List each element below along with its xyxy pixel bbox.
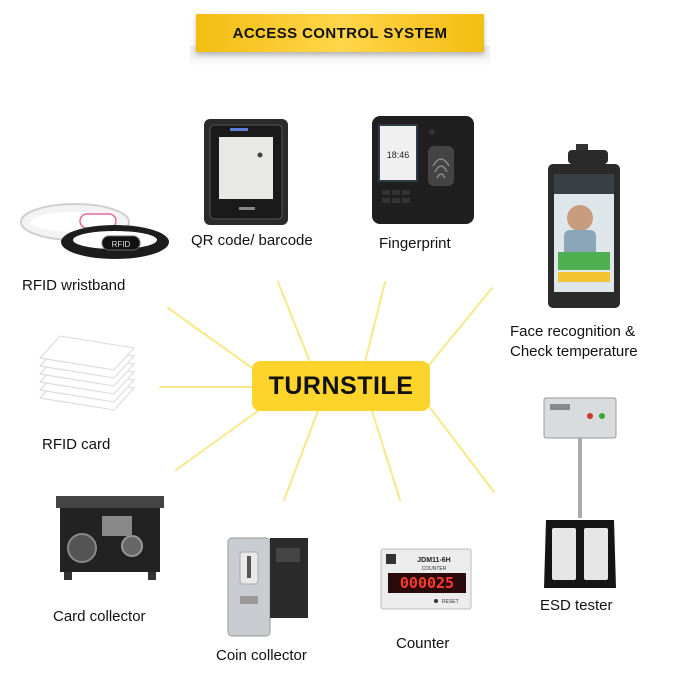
turnstile-hub: TURNSTILE — [252, 361, 430, 411]
ray-fingerprint — [364, 281, 386, 363]
label-rfid-card: RFID card — [42, 436, 111, 453]
label-fingerprint: Fingerprint — [379, 235, 451, 252]
esd-tester-image — [543, 397, 617, 588]
fp-time: 18:46 — [387, 150, 410, 160]
qr-reader-image — [204, 119, 288, 225]
counter-value: 000025 — [400, 574, 454, 592]
label-coin-collector: Coin collector — [216, 647, 307, 664]
title-banner: ACCESS CONTROL SYSTEM — [190, 8, 490, 68]
label-card-collector: Card collector — [53, 608, 146, 625]
rfid-wristband-image: RFID — [20, 203, 169, 259]
wristband-tag: RFID — [112, 240, 131, 249]
counter-image: JDM11-6H COUNTER 000025 RESET — [380, 548, 472, 610]
counter-sub: COUNTER — [422, 566, 447, 572]
counter-model: JDM11-6H — [417, 557, 450, 564]
label-counter: Counter — [396, 635, 450, 652]
label-rfid-wristband: RFID wristband — [22, 277, 126, 294]
ray-esd — [427, 404, 495, 493]
rfid-cards-image — [39, 335, 135, 411]
counter-reset: RESET — [442, 599, 459, 605]
ray-face — [424, 287, 493, 371]
ray-counter — [371, 410, 401, 501]
ray-qr — [277, 281, 311, 363]
card-collector-image — [56, 496, 164, 580]
label-face-2: Check temperature — [510, 343, 638, 360]
fingerprint-reader-image: 18:46 — [372, 116, 474, 224]
ray-wristband — [167, 307, 256, 371]
face-terminal-image — [548, 144, 620, 308]
coin-collector-image — [227, 537, 308, 637]
label-qr: QR code/ barcode — [191, 232, 313, 249]
page-title: ACCESS CONTROL SYSTEM — [196, 14, 484, 52]
ray-card-collector — [175, 407, 263, 471]
label-face-1: Face recognition & — [510, 323, 636, 340]
ray-coin-collector — [283, 410, 319, 501]
label-esd-tester: ESD tester — [540, 597, 613, 614]
